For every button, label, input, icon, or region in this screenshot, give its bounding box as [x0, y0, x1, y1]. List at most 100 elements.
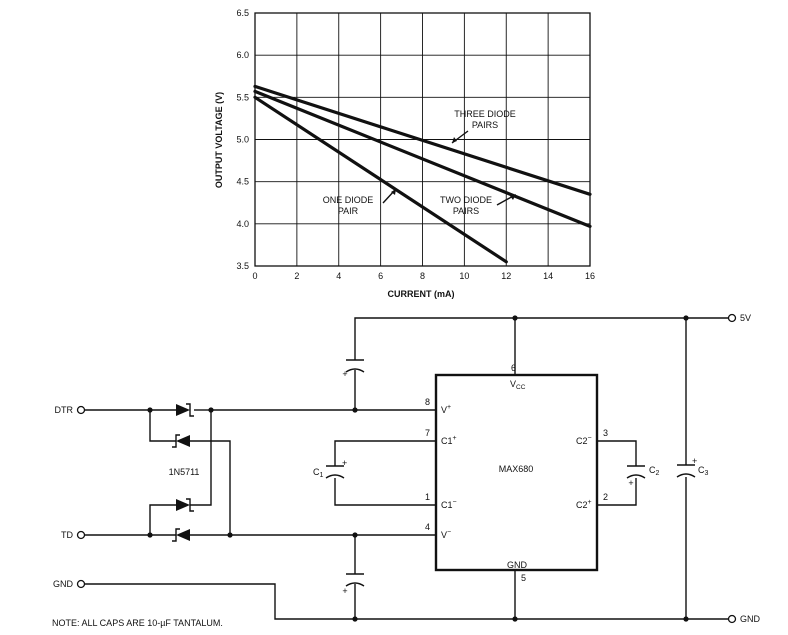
series-line-three-diode-pairs: [253, 84, 592, 196]
y-tick-labels: 3.5 4.0 4.5 5.0 5.5 6.0 6.5: [236, 8, 249, 271]
y-tick-label: 5.0: [236, 135, 249, 145]
y-tick-label: 6.0: [236, 50, 249, 60]
y-axis-label: OUTPUT VOLTAGE (V): [214, 92, 224, 188]
max680-ic: MAX680 VCC GND 6 5 8 V+ 7 C1+ 1 C1− 4 V−…: [425, 363, 608, 583]
td-terminal: [76, 530, 86, 540]
cap-plate-curved: [626, 474, 646, 479]
y-tick-label: 3.5: [236, 261, 249, 271]
x-tick-label: 2: [294, 271, 299, 281]
annotation-one-line2: PAIR: [338, 206, 359, 216]
annotation-one-diode-pair: ONE DIODE PAIR: [323, 189, 396, 216]
diode-d4: [172, 528, 190, 542]
y-tick-label: 5.5: [236, 92, 249, 102]
pin-gnd-label: GND: [507, 560, 528, 570]
annotation-two-line2: PAIRS: [453, 206, 479, 216]
wire-gnd-rail: [85, 583, 728, 620]
pin-c1minus-label: C1−: [441, 499, 457, 510]
wire-d3-right: [190, 410, 212, 506]
annotation-two-line1: TWO DIODE: [440, 195, 492, 205]
wire-5v-rail: [354, 317, 728, 360]
y-tick-label: 6.5: [236, 8, 249, 18]
junction-dot: [683, 315, 689, 321]
capacitor-vplus: +: [342, 359, 365, 379]
x-tick-label: 0: [252, 271, 257, 281]
pin-c1minus-number: 1: [425, 492, 430, 502]
annotation-three-line2: PAIRS: [472, 120, 498, 130]
gnd-label-left: GND: [53, 579, 74, 589]
c3-label: C3: [698, 465, 709, 477]
cap-plus: +: [692, 456, 697, 466]
junction-dot: [147, 407, 153, 413]
junction-dot: [227, 532, 233, 538]
diode-bar: [172, 528, 180, 542]
cap-plus: +: [342, 586, 347, 596]
junction-dot: [352, 532, 358, 538]
series-line-one-diode-pair: [253, 95, 508, 264]
c1-label: C1: [313, 467, 324, 479]
5v-terminal: [727, 313, 737, 323]
td-label: TD: [61, 530, 73, 540]
diode-triangle: [176, 435, 190, 447]
wire-c2-bottom: [597, 478, 637, 506]
diode-part-label: 1N5711: [169, 467, 200, 477]
pin-vplus-number: 8: [425, 397, 430, 407]
5v-label: 5V: [740, 313, 751, 323]
gnd-terminal-right: [727, 614, 737, 624]
cap-plate-curved: [345, 368, 365, 373]
annotation-one-arrowhead: [391, 189, 396, 195]
capacitor-c2: + C2: [626, 465, 660, 488]
wire-c1-top: [334, 440, 436, 466]
diode-d1: [176, 403, 208, 417]
series-line-two-diode-pairs: [253, 89, 592, 228]
junction-dot: [683, 616, 689, 622]
pin-c2minus-number: 3: [603, 428, 608, 438]
pin-vplus-label: V+: [441, 404, 451, 415]
junction-dot: [512, 616, 518, 622]
x-tick-label: 8: [420, 271, 425, 281]
junction-dot: [147, 532, 153, 538]
x-tick-label: 10: [459, 271, 469, 281]
annotation-three-line1: THREE DIODE: [454, 109, 516, 119]
c2-label: C2: [649, 465, 660, 477]
annotation-three-diode-pairs: THREE DIODE PAIRS: [451, 109, 516, 144]
diode-bar: [172, 434, 180, 448]
pin-c1plus-number: 7: [425, 428, 430, 438]
pin-c1plus-label: C1+: [441, 435, 457, 446]
junction-dot: [512, 315, 518, 321]
cap-plus: +: [342, 369, 347, 379]
pin-c2plus-number: 2: [603, 492, 608, 502]
ic-body: [434, 373, 599, 572]
x-axis-label: CURRENT (mA): [388, 289, 455, 299]
x-tick-label: 4: [336, 271, 341, 281]
x-tick-label: 14: [543, 271, 553, 281]
annotation-two-diode-pairs: TWO DIODE PAIRS: [440, 194, 516, 216]
junction-dot: [208, 407, 214, 413]
chart-grid: [254, 12, 591, 267]
junction-dot: [352, 616, 358, 622]
junction-dots: [147, 315, 689, 622]
capacitor-c1: + C1: [313, 458, 347, 479]
y-tick-label: 4.0: [236, 219, 249, 229]
pin-vminus-label: V−: [441, 529, 451, 540]
pin-c2plus-label: C2+: [576, 499, 592, 510]
y-tick-label: 4.5: [236, 177, 249, 187]
chart-series: [253, 84, 592, 264]
pin-vminus-number: 4: [425, 522, 430, 532]
junction-dot: [352, 407, 358, 413]
cap-plate-curved: [325, 474, 345, 479]
cap-plus: +: [628, 478, 633, 488]
diode-triangle: [176, 529, 190, 541]
wires: [85, 317, 728, 620]
gnd-label-right: GND: [740, 614, 761, 624]
pin-vcc-number: 6: [511, 363, 516, 373]
pin-vcc-label: VCC: [510, 379, 526, 391]
cap-plate-curved: [345, 582, 365, 587]
wire-c1-bottom: [334, 478, 436, 506]
gnd-terminal-left: [76, 579, 86, 589]
wire-d2-left: [149, 410, 176, 442]
max680-circuit: DTR TD GND 5V GND 1N5711: [52, 313, 761, 628]
cap-plus: +: [342, 458, 347, 468]
wire-c2-top: [597, 440, 637, 466]
